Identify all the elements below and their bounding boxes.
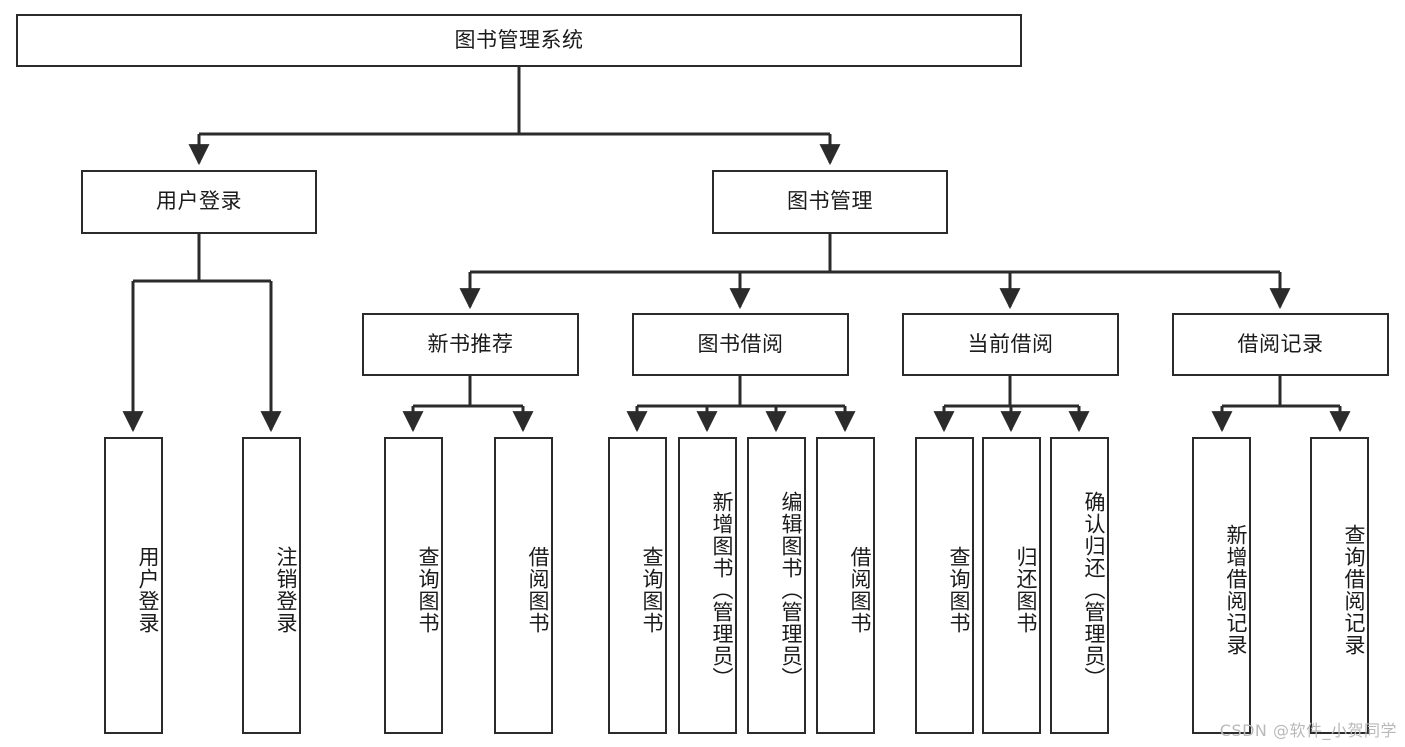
- node-label: 图书借阅: [697, 331, 784, 356]
- node-label: 图书管理系统: [454, 27, 584, 52]
- node-root-system[interactable]: 图书管理系统: [16, 14, 1022, 67]
- node-label: 借阅图书: [848, 545, 872, 634]
- node-user-login[interactable]: 用户登录: [81, 170, 317, 234]
- node-label: 借阅图书: [526, 545, 550, 634]
- node-label: 查询借阅记录: [1342, 523, 1366, 656]
- leaf-current-return-book[interactable]: 归还图书: [982, 437, 1041, 734]
- leaf-recommend-borrow-book[interactable]: 借阅图书: [494, 437, 553, 734]
- leaf-user-login-login[interactable]: 用户登录: [104, 437, 163, 734]
- node-book-borrow[interactable]: 图书借阅: [632, 313, 849, 376]
- leaf-recommend-query-book[interactable]: 查询图书: [384, 437, 443, 734]
- node-label: 图书管理: [787, 189, 873, 214]
- node-current-borrow[interactable]: 当前借阅: [902, 313, 1119, 376]
- node-label: 编辑图书（管理员）: [779, 490, 803, 689]
- node-label: 当前借阅: [967, 331, 1054, 356]
- node-label: 查询图书: [947, 545, 971, 634]
- node-label: 归还图书: [1014, 545, 1038, 634]
- node-label: 确认归还（管理员）: [1082, 490, 1106, 689]
- node-label: 借阅记录: [1237, 331, 1324, 356]
- leaf-record-query-record[interactable]: 查询借阅记录: [1310, 437, 1369, 734]
- leaf-borrow-borrow-book[interactable]: 借阅图书: [816, 437, 875, 734]
- node-new-book-recommend[interactable]: 新书推荐: [362, 313, 579, 376]
- leaf-borrow-query-book[interactable]: 查询图书: [608, 437, 667, 734]
- leaf-current-query-book[interactable]: 查询图书: [915, 437, 974, 734]
- leaf-current-confirm-return-admin[interactable]: 确认归还（管理员）: [1050, 437, 1109, 734]
- node-label: 查询图书: [640, 545, 664, 634]
- node-label: 新书推荐: [427, 331, 514, 356]
- node-label: 注销登录: [274, 545, 298, 634]
- node-label: 新增图书（管理员）: [710, 490, 734, 689]
- node-label: 新增借阅记录: [1224, 523, 1248, 656]
- node-book-management[interactable]: 图书管理: [712, 170, 948, 234]
- leaf-record-add-record[interactable]: 新增借阅记录: [1192, 437, 1251, 734]
- leaf-borrow-add-book-admin[interactable]: 新增图书（管理员）: [678, 437, 737, 734]
- leaf-borrow-edit-book-admin[interactable]: 编辑图书（管理员）: [747, 437, 806, 734]
- leaf-user-login-logout[interactable]: 注销登录: [242, 437, 301, 734]
- node-label: 查询图书: [416, 545, 440, 634]
- node-label: 用户登录: [136, 545, 160, 634]
- node-borrow-record[interactable]: 借阅记录: [1172, 313, 1389, 376]
- node-label: 用户登录: [156, 189, 242, 214]
- csdn-watermark: CSDN @软件_小贺同学: [1219, 721, 1397, 740]
